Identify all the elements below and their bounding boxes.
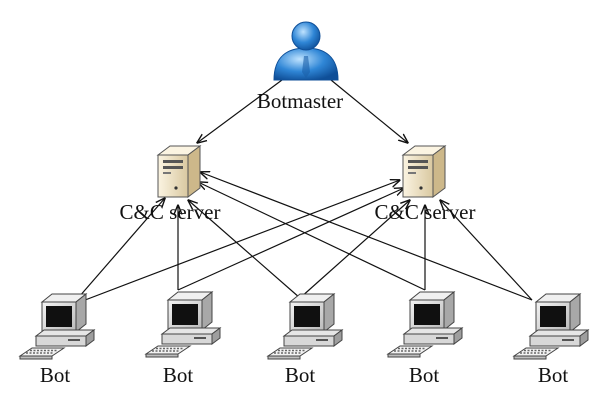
bot-3-label: Bot (285, 363, 316, 387)
desktop-computer-icon (387, 291, 463, 358)
bot-3: Bot (267, 293, 343, 387)
connections (71, 79, 533, 306)
edge-bot-4-server-1 (198, 182, 426, 291)
bot-5-label: Bot (538, 363, 569, 387)
desktop-computer-icon (145, 291, 221, 358)
bot-5: Bot (513, 293, 589, 387)
edge-bot-2-server-2 (177, 188, 404, 291)
bot-1-label: Bot (40, 363, 71, 387)
cc-server-2: C&C server (375, 145, 476, 224)
server-tower-icon (401, 145, 447, 198)
desktop-computer-icon (267, 293, 343, 360)
edge-bot-5-server-1 (200, 172, 533, 301)
desktop-computer-icon (513, 293, 589, 360)
botmaster-label: Botmaster (257, 89, 343, 113)
cc-server-1-label: C&C server (120, 200, 221, 224)
edge-botmaster-server-2 (330, 79, 408, 143)
cc-server-1: C&C server (120, 145, 221, 224)
edge-bot-5-server-2 (440, 200, 533, 301)
desktop-computer-icon (19, 293, 95, 360)
botmaster-node: Botmaster (257, 21, 343, 113)
user-icon (273, 21, 339, 81)
edge-bot-1-server-1 (71, 198, 165, 306)
edge-bot-3-server-1 (188, 200, 301, 299)
bot-2: Bot (145, 291, 221, 387)
bot-2-label: Bot (163, 363, 194, 387)
bot-4: Bot (387, 291, 463, 387)
bot-1: Bot (19, 293, 95, 387)
cc-server-2-label: C&C server (375, 200, 476, 224)
edge-bot-3-server-2 (299, 200, 410, 299)
edge-botmaster-server-1 (197, 79, 283, 143)
server-tower-icon (156, 145, 202, 198)
bot-4-label: Bot (409, 363, 440, 387)
